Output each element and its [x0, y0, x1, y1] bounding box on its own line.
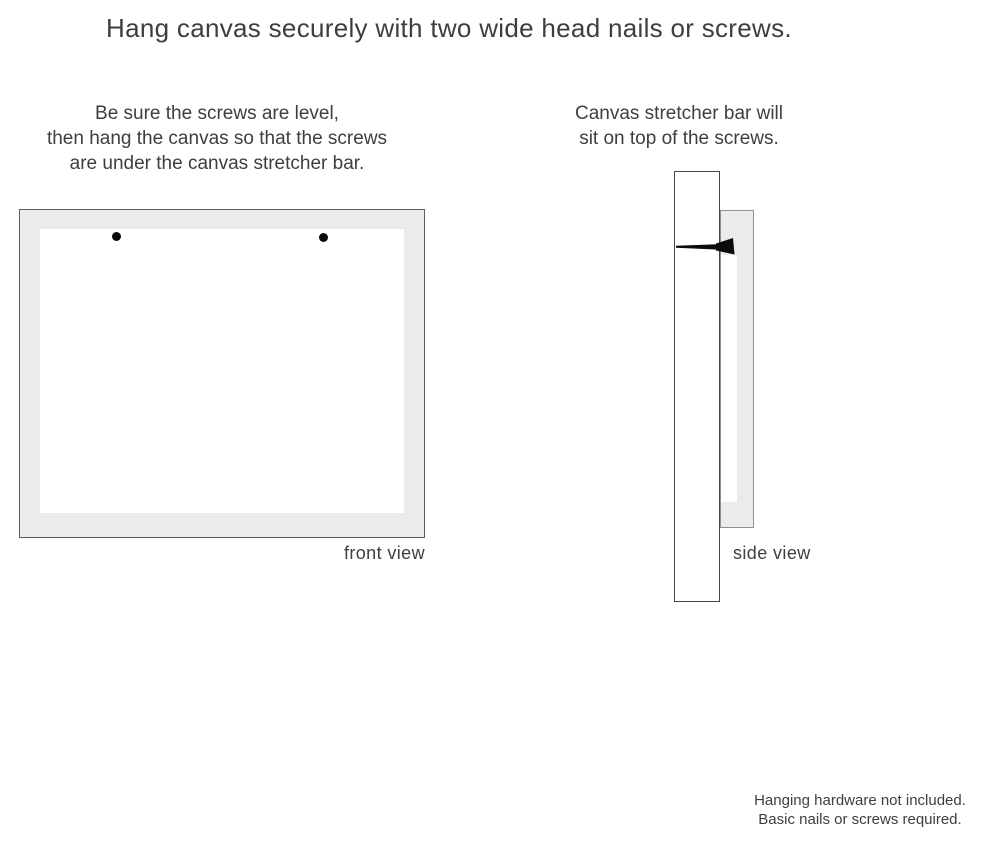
hardware-note-line: Hanging hardware not included. [754, 792, 966, 809]
screw-dot-right [319, 233, 328, 242]
hardware-note: Hanging hardware not included. Basic nai… [735, 791, 985, 829]
side-view-instruction: Canvas stretcher bar will sit on top of … [539, 101, 819, 151]
front-view-instruction: Be sure the screws are level, then hang … [27, 101, 407, 176]
nail-shaft [676, 244, 718, 250]
page-title: Hang canvas securely with two wide head … [106, 13, 792, 43]
screw-dot-left [112, 232, 121, 241]
wall-side-bar [674, 171, 720, 602]
canvas-inner-side [721, 255, 737, 502]
instruction-line: then hang the canvas so that the screws [46, 128, 388, 149]
instruction-line: Be sure the screws are level, [95, 103, 339, 124]
side-view-label: side view [733, 543, 811, 563]
instruction-line: are under the canvas stretcher bar. [69, 153, 365, 174]
nail-head [716, 238, 735, 255]
nail-icon [676, 238, 735, 255]
instruction-line: sit on top of the screws. [579, 128, 779, 149]
hardware-note-line: Basic nails or screws required. [758, 811, 962, 828]
instruction-line: Canvas stretcher bar will [574, 103, 784, 124]
canvas-inner-front [40, 229, 404, 513]
front-view-label: front view [343, 543, 425, 563]
